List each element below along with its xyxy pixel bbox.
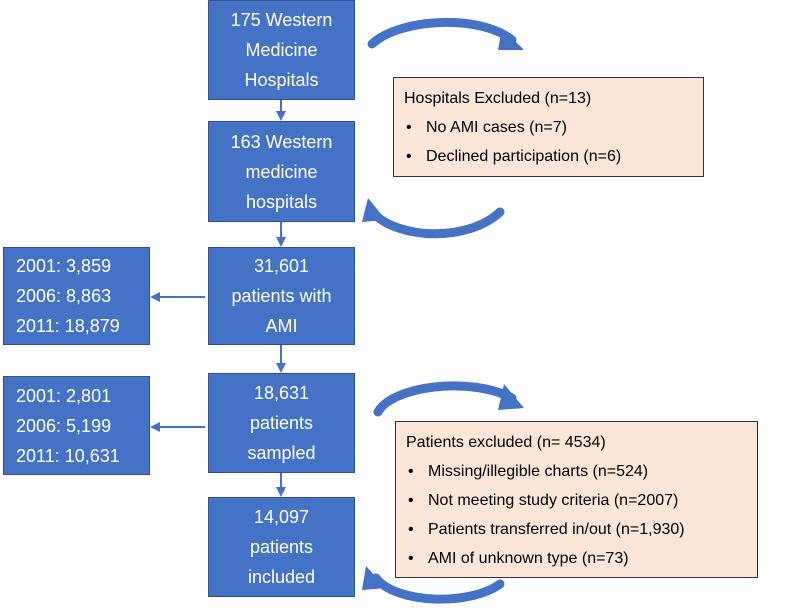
flow-box-line: included	[247, 567, 316, 587]
year-count: 2006: 8,863	[16, 286, 112, 306]
curved-arrow-third	[373, 381, 524, 417]
list-item: Patients transferred in/out (n=1,930)	[406, 515, 747, 544]
flow-box-line: 31,601	[253, 256, 310, 276]
patients-excluded-box: Patients excluded (n= 4534) Missing/ille…	[395, 421, 758, 578]
curved-arrow-bottom	[362, 566, 505, 604]
list-item: No AMI cases (n=7)	[404, 113, 693, 142]
flow-box-line: Hospitals	[244, 70, 319, 90]
hospitals-excluded-title: Hospitals Excluded (n=13)	[404, 90, 592, 107]
year-count: 2011: 10,631	[16, 445, 120, 466]
patients-excluded-title: Patients excluded (n= 4534)	[406, 434, 606, 451]
year-count: 2011: 18,879	[16, 316, 120, 336]
patients-excluded-list: Missing/illegible charts (n=524) Not mee…	[406, 457, 747, 573]
year-count: 2006: 5,199	[16, 415, 112, 436]
flow-box-patients-sampled: 18,631 patients sampled	[208, 373, 355, 473]
hospitals-excluded-list: No AMI cases (n=7) Declined participatio…	[404, 113, 693, 171]
flow-box-line: 163 Western	[230, 131, 333, 152]
curved-arrow-second	[362, 198, 505, 239]
flow-box-line: patients with	[231, 286, 332, 306]
flow-box-line: patients	[249, 537, 314, 557]
flow-box-patients-included: 14,097 patients included	[208, 497, 355, 597]
flow-box-line: Medicine	[245, 40, 318, 60]
flow-box-patients-ami: 31,601 patients with AMI	[208, 247, 355, 345]
flow-box-line: 175 Western	[230, 10, 333, 30]
flow-box-line: hospitals	[245, 191, 318, 212]
flow-box-line: 18,631	[253, 383, 310, 403]
list-item: Not meeting study criteria (n=2007)	[406, 486, 747, 515]
hospitals-excluded-box: Hospitals Excluded (n=13) No AMI cases (…	[393, 77, 704, 177]
year-count: 2001: 2,801	[16, 385, 112, 406]
list-item: Declined participation (n=6)	[404, 142, 693, 171]
flow-box-line: 14,097	[253, 507, 310, 527]
list-item: AMI of unknown type (n=73)	[406, 544, 747, 573]
year-breakdown-sampled: 2001: 2,801 2006: 5,199 2011: 10,631	[3, 376, 150, 475]
flow-box-line: AMI	[265, 316, 298, 336]
flow-box-hospitals-remaining: 163 Western medicine hospitals	[208, 121, 355, 222]
flow-box-line: patients	[249, 413, 314, 433]
list-item: Missing/illegible charts (n=524)	[406, 457, 747, 486]
flow-box-line: sampled	[247, 443, 316, 463]
year-breakdown-ami: 2001: 3,859 2006: 8,863 2011: 18,879	[3, 247, 150, 345]
flow-box-line: medicine	[245, 161, 318, 182]
flow-box-hospitals-initial: 175 Western Medicine Hospitals	[208, 0, 355, 100]
curved-arrow-top	[367, 17, 524, 50]
year-count: 2001: 3,859	[16, 256, 112, 276]
